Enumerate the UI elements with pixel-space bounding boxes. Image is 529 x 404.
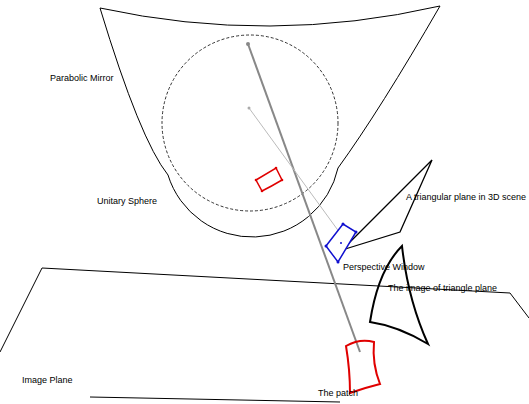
part-label: Image Plane [22,376,73,386]
sphere-center [248,107,251,110]
image-plane [0,268,529,402]
triangle-plane [342,160,432,250]
window-corners [325,223,358,264]
projection-rays [248,44,360,352]
perspective-window [326,224,356,262]
part-label: Perspective Window [343,263,425,273]
part-label: The patch [318,389,358,399]
unit-sphere [162,35,338,211]
triangle-image [370,246,428,344]
patch-corners [255,167,284,193]
part-label: Unitary Sphere [97,197,157,207]
mirror-focus [246,42,250,46]
part-label: A triangular plane in 3D scene [406,193,526,203]
part-label: Parabolic Mirror [50,74,114,84]
part-label: The image of triangle plane [388,284,497,294]
image-patch [346,341,380,393]
sphere-patch [256,168,282,191]
